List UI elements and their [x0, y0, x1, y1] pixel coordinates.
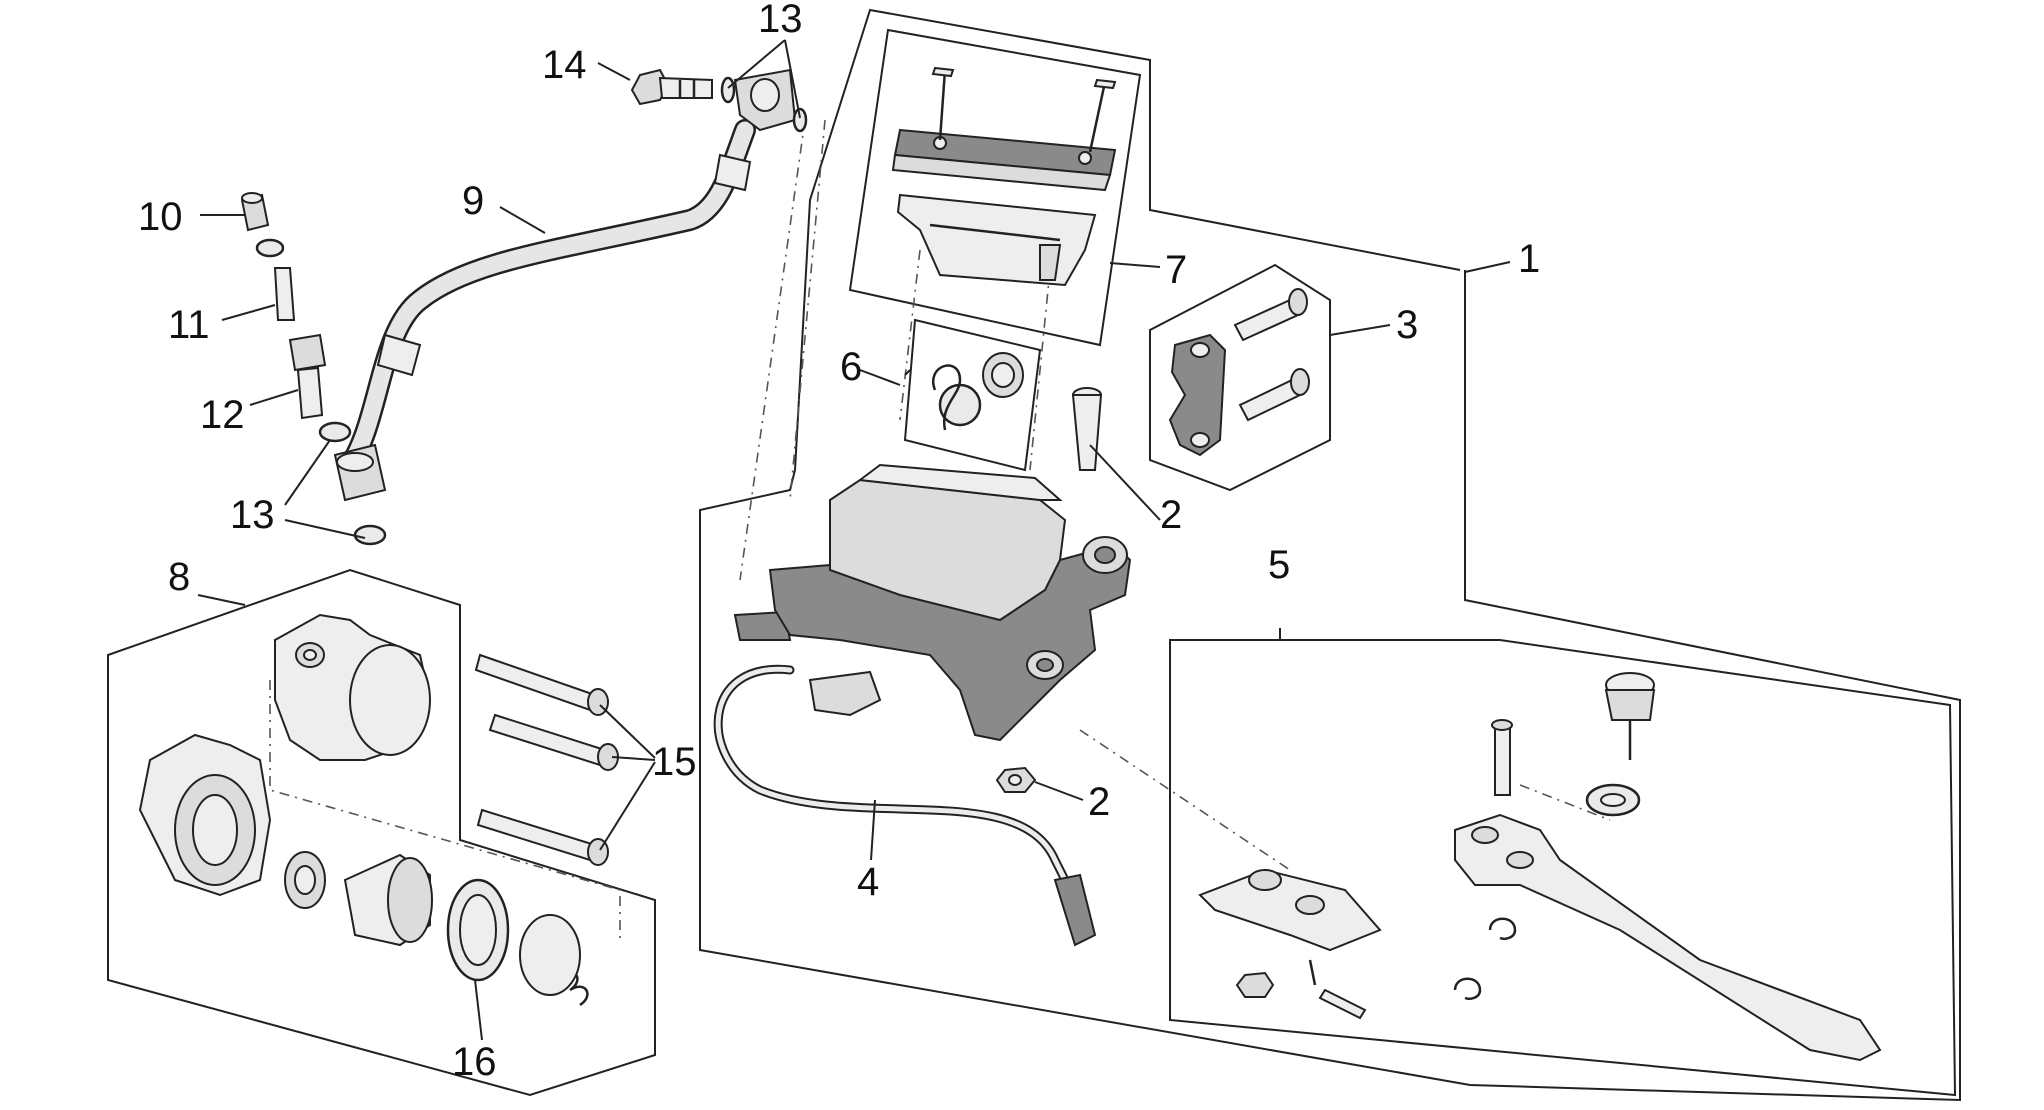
group-outline-1	[699, 8, 1961, 1102]
callout-12: 12	[200, 393, 245, 437]
bolt-upper	[1071, 387, 1103, 471]
callout-1: 1	[1518, 237, 1540, 281]
assembly-line-left	[739, 119, 806, 581]
group-outline-6	[903, 318, 1042, 472]
assembly-line-slave	[269, 680, 621, 940]
callout-10: 10	[138, 195, 183, 239]
leader-lines	[197, 39, 1511, 1041]
callout-6: 6	[840, 345, 862, 389]
callout-13b: 13	[230, 493, 275, 537]
reservoir-cover-assembly	[891, 66, 1117, 287]
group-outline-7	[848, 28, 1142, 347]
group-outline-5	[1169, 639, 1957, 1097]
assembly-line-lever	[1079, 729, 1291, 871]
callout-7: 7	[1165, 248, 1187, 292]
group-outline-8	[107, 568, 656, 1097]
clutch-lever-assembly	[1198, 672, 1882, 1062]
clutch-switch-wire	[713, 664, 1097, 947]
slave-cylinder	[138, 613, 589, 1007]
assembly-line-hose	[789, 119, 826, 501]
seal-kit	[932, 352, 1024, 431]
callout-16: 16	[452, 1040, 497, 1084]
bleed-fittings	[240, 192, 387, 546]
assembly-line-pin	[1519, 784, 1611, 821]
assembly-line-lid	[899, 249, 921, 421]
master-cylinder-body	[733, 463, 1132, 742]
assembly-line-lid2	[1029, 269, 1051, 471]
callout-15: 15	[652, 740, 697, 784]
callout-11: 11	[168, 303, 210, 347]
callout-13a: 13	[758, 0, 803, 41]
handlebar-clamp	[1168, 288, 1310, 457]
slave-bolts	[474, 653, 619, 866]
callout-2b: 2	[1088, 780, 1110, 824]
callout-5: 5	[1268, 543, 1290, 587]
callout-8: 8	[168, 555, 190, 599]
callout-3: 3	[1396, 303, 1418, 347]
callout-9: 9	[462, 179, 484, 223]
callout-4: 4	[857, 860, 879, 904]
banjo-bolt	[630, 68, 808, 133]
group-outline-3	[1149, 263, 1331, 492]
callout-14: 14	[542, 43, 587, 87]
nut-lower	[995, 766, 1037, 793]
callout-2a: 2	[1160, 493, 1182, 537]
clutch-hose	[333, 68, 797, 502]
